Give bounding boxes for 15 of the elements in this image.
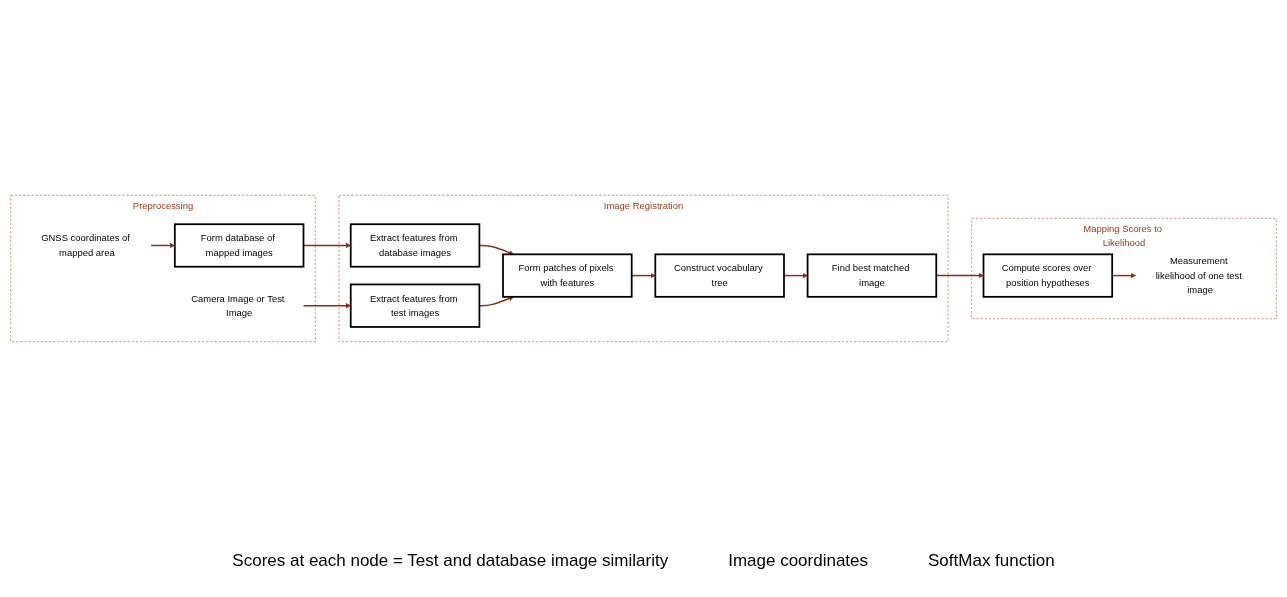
- node-box: Compute scores over position hypotheses: [982, 253, 1114, 298]
- node-text: GNSS coordinates of mapped area: [41, 233, 130, 258]
- annotation-text: Image coordinates: [728, 551, 869, 571]
- annotation-text: Scores at each node = Test and database image similarity: [232, 551, 669, 571]
- node-box: Find best matched image: [806, 253, 938, 298]
- annotation-text: SoftMax function: [928, 551, 1055, 571]
- node-box: Extract features from database images: [349, 223, 481, 268]
- node-text: Measurement likelihood of one test image: [1155, 256, 1242, 295]
- node-box: Extract features from test images: [349, 283, 481, 328]
- node-box: Form database of mapped images: [173, 223, 305, 268]
- arrow: [783, 273, 808, 279]
- arrow: [302, 303, 351, 309]
- node-box: Form patches of pixels with features: [502, 253, 633, 298]
- node-text: Camera Image or Test Image: [191, 293, 285, 318]
- node-box: Construct vocabulary tree: [654, 253, 785, 298]
